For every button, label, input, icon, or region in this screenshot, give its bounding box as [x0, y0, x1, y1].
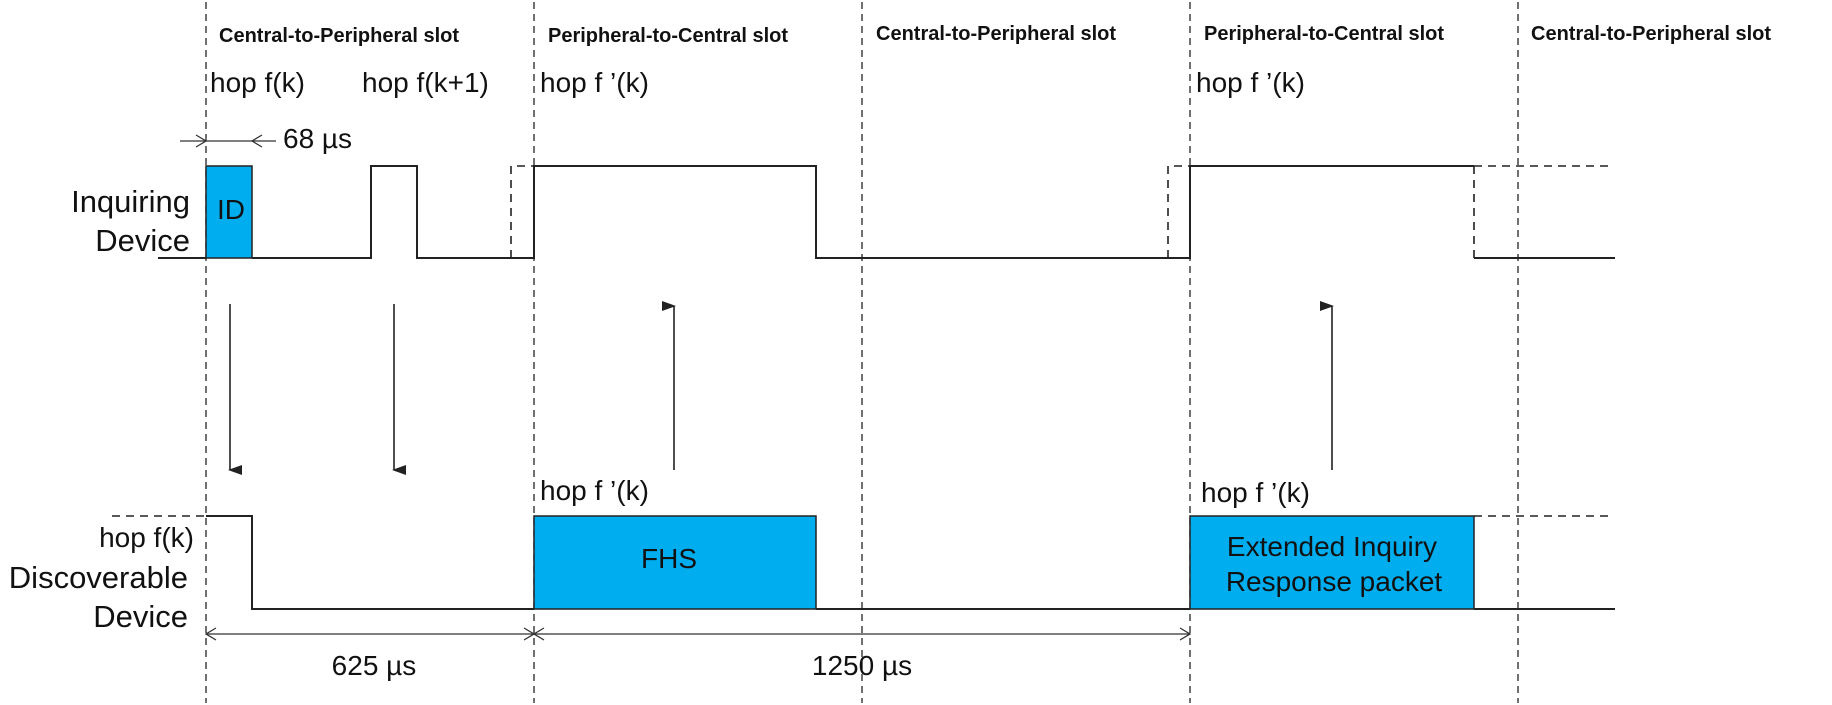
inquiring-device-waveform: ID [158, 165, 1615, 259]
bottom-hop-label: hop f(k) [99, 522, 194, 553]
slot-titles: Central-to-Peripheral slot Peripheral-to… [219, 23, 1771, 47]
top-hop-labels: hop f(k) hop f(k+1) hop f ’(k) hop f ’(k… [210, 67, 1305, 98]
hop-label-fk: hop f(k) [210, 67, 305, 98]
inquiring-device-label-2: Device [95, 223, 190, 258]
slot-boundaries [205, 2, 1519, 703]
slot-title-5: Central-to-Peripheral slot [1531, 23, 1771, 45]
id-packet-label: ID [217, 194, 245, 225]
slot-title-1: Central-to-Peripheral slot [219, 25, 459, 47]
inquiring-dashed-1 [510, 165, 534, 258]
id-packet [205, 165, 253, 259]
slot-title-4: Peripheral-to-Central slot [1204, 23, 1444, 45]
inquiring-receive-window-1 [511, 165, 1168, 259]
middle-hop-labels: hop f ’(k) hop f ’(k) [540, 475, 1310, 508]
row-labels: Inquiring Device hop f(k) Discoverable D… [9, 184, 194, 634]
hop-label-fk1: hop f(k+1) [362, 67, 489, 98]
discoverable-device-waveform: FHS Extended Inquiry Response packet [112, 515, 1615, 610]
transmission-arrows [228, 301, 1334, 475]
inquiring-dashed-2 [1167, 165, 1190, 258]
inquiring-device-label-1: Inquiring [71, 184, 190, 219]
discoverable-device-label-1: Discoverable [9, 560, 188, 595]
eir-packet [1189, 515, 1475, 610]
eir-packet-label-2: Response packet [1226, 566, 1443, 597]
two-slot-duration-label: 1250 µs [812, 650, 912, 681]
discoverable-device-label-2: Device [93, 599, 188, 634]
hop-label-fprime-mid-1: hop f ’(k) [540, 475, 649, 506]
inquiring-receive-window-2 [1168, 165, 1474, 259]
hop-label-fprime-1: hop f ’(k) [540, 67, 649, 98]
bottom-dimensions: 625 µs 1250 µs [204, 627, 1192, 681]
id-width-dimension: 68 µs [180, 123, 352, 154]
slot-title-2: Peripheral-to-Central slot [548, 25, 788, 47]
slot-duration-label: 625 µs [332, 650, 417, 681]
slot-title-3: Central-to-Peripheral slot [876, 23, 1116, 45]
inquiring-baseline-1 [158, 165, 511, 259]
inquiring-dashed-3 [1473, 165, 1612, 258]
id-width-label: 68 µs [283, 123, 352, 154]
eir-packet-label-1: Extended Inquiry [1227, 531, 1437, 562]
hop-label-fprime-mid-2: hop f ’(k) [1201, 477, 1310, 508]
fhs-packet-label: FHS [641, 543, 697, 574]
discoverable-listen [206, 515, 534, 610]
hop-label-fprime-2: hop f ’(k) [1196, 67, 1305, 98]
fhs-packet [533, 515, 817, 610]
